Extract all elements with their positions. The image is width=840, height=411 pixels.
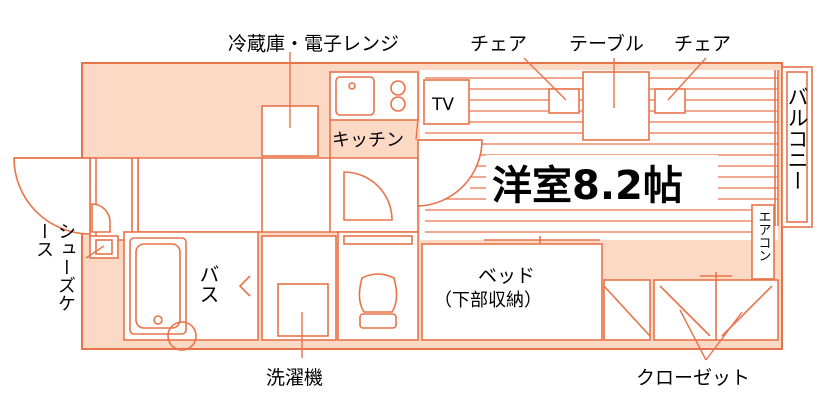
- label-chair-left: チェア: [470, 33, 527, 55]
- washing-machine: [277, 283, 329, 337]
- label-aircon: エアコン: [756, 210, 771, 262]
- bath-drain: [153, 315, 163, 325]
- label-shoe-case: シューズケース: [24, 222, 76, 326]
- tv-unit: [423, 79, 470, 125]
- leader-closet-b: [705, 311, 743, 361]
- label-closet: クローゼット: [636, 367, 750, 389]
- stove-burner-top: [390, 80, 406, 96]
- label-western-room: 洋室8.2帖: [492, 163, 683, 209]
- label-table: テーブル: [569, 32, 644, 55]
- label-bed-sub: （下部収納）: [434, 290, 542, 311]
- leader-closet-a: [679, 309, 707, 361]
- room-label-backing: [486, 155, 718, 209]
- toilet-room: [337, 231, 419, 341]
- label-washer: 洗濯機: [266, 367, 323, 389]
- chair-right: [654, 88, 686, 114]
- chair-left: [548, 88, 580, 114]
- label-bath: バス: [196, 264, 220, 304]
- room-door-swing: [417, 139, 483, 207]
- label-fridge-microwave: 冷蔵庫・電子レンジ: [228, 33, 399, 55]
- bed: [421, 243, 603, 341]
- sink: [335, 76, 375, 116]
- bath-door: [238, 275, 251, 297]
- balcony-rail: [786, 71, 808, 223]
- laundry-area: [261, 235, 337, 341]
- label-bed: ベッド: [478, 265, 535, 287]
- leader-shoe-case: [85, 245, 105, 259]
- label-shoe-case-text: シューズケース: [33, 222, 76, 312]
- bathtub: [129, 237, 187, 335]
- table: [582, 71, 650, 141]
- stove-burner-bottom: [390, 96, 406, 112]
- bath-sink: [167, 321, 197, 351]
- leader-kitchen: [415, 117, 419, 141]
- label-balcony: バルコニー: [785, 86, 809, 191]
- toilet: [358, 273, 398, 313]
- air-conditioner: [751, 204, 775, 280]
- leader-chair-right: [667, 57, 707, 101]
- leader-chair-left: [523, 57, 567, 101]
- entry-inner-door: [91, 203, 111, 233]
- bath-room: [123, 231, 259, 341]
- label-chair-right: チェア: [674, 33, 731, 55]
- label-kitchen: キッチン: [332, 130, 404, 151]
- front-door-swing: [13, 157, 91, 235]
- label-tv: TV: [431, 95, 454, 115]
- toilet-door-swing: [343, 171, 393, 221]
- shoe-case: [89, 235, 119, 259]
